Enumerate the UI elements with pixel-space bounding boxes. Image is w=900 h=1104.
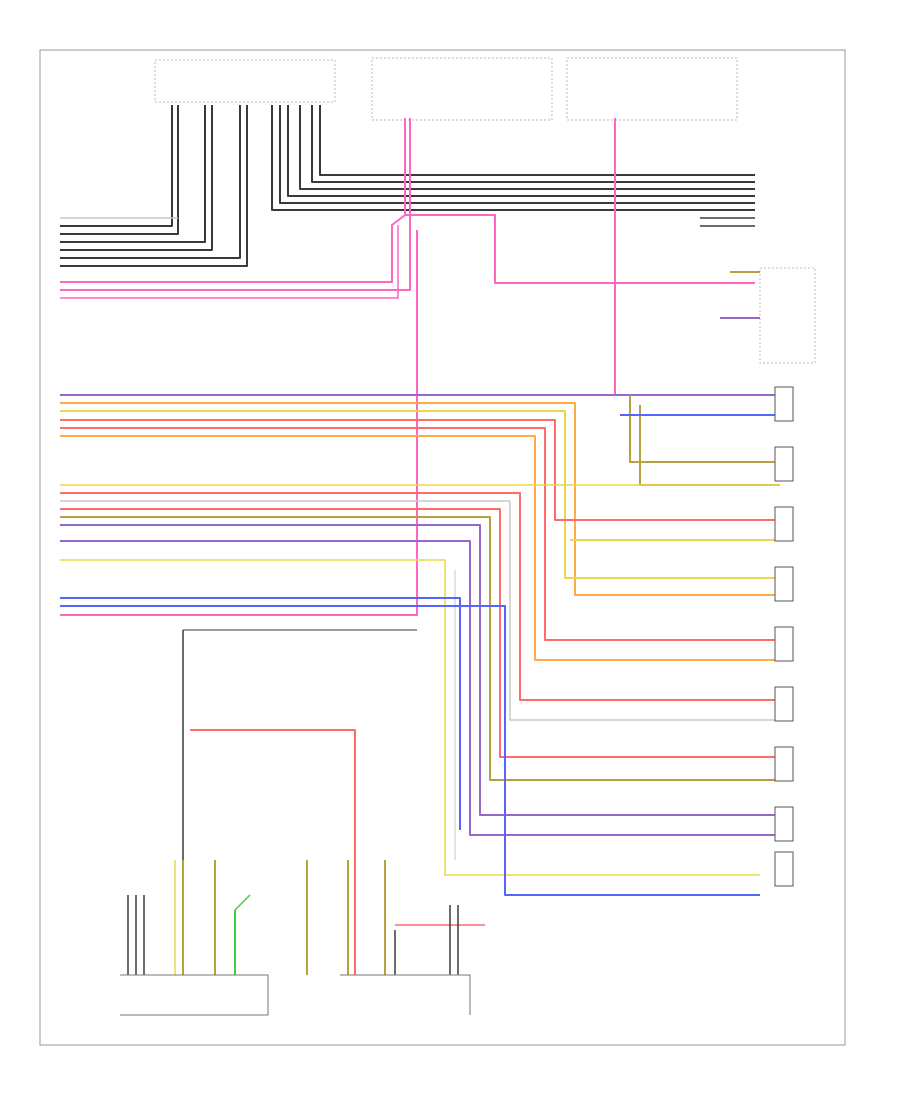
speaker-3 xyxy=(774,506,794,542)
wire-olive-spk2 xyxy=(629,395,780,463)
wire-pink-3 xyxy=(60,225,399,299)
speaker-9-body xyxy=(774,851,794,887)
wire-black-right-5 xyxy=(311,105,755,183)
radio-receiver xyxy=(120,974,269,1016)
wire-bundle2-olive xyxy=(60,516,780,781)
speaker-9 xyxy=(774,851,794,887)
speaker-1 xyxy=(774,386,794,422)
page-frame xyxy=(39,49,846,1046)
wire-bundle1-orange xyxy=(60,402,780,596)
wire-bundle3-blue xyxy=(60,597,461,830)
wire-black-left-5 xyxy=(60,105,241,259)
wire-yellow-long xyxy=(60,559,760,876)
speaker-4 xyxy=(774,566,794,602)
wire-bundle2-violet xyxy=(60,524,780,816)
speaker-6-body xyxy=(774,686,794,722)
wire-black-left-1 xyxy=(60,105,173,227)
speaker-7-body xyxy=(774,746,794,782)
wire-bundle2-red-2 xyxy=(60,508,780,758)
speaker-8-body xyxy=(774,806,794,842)
wire-bundle2-violet-2 xyxy=(60,540,780,836)
wire-bundle1-red-1 xyxy=(60,419,780,521)
wire-black-right-4 xyxy=(299,105,755,190)
wire-pink-2 xyxy=(60,118,411,291)
fuse-block-top-mid xyxy=(371,57,553,121)
wire-pink-6 xyxy=(60,230,418,616)
wire-black-right-6 xyxy=(319,105,755,176)
wire-black-left-3 xyxy=(60,105,206,243)
wire-bundle2-gray xyxy=(60,500,780,721)
wire-black-left-4 xyxy=(60,105,213,251)
wire-layer xyxy=(60,105,780,975)
wire-olive-spk2b xyxy=(639,405,780,486)
speaker-2-body xyxy=(774,446,794,482)
wire-pink-4 xyxy=(405,214,755,284)
wire-black-left-6 xyxy=(60,105,248,267)
speaker-2 xyxy=(774,446,794,482)
speaker-1-body xyxy=(774,386,794,422)
wire-pink-1 xyxy=(60,118,406,283)
wire-bundle1-red-2 xyxy=(60,427,780,641)
right-connector xyxy=(759,267,816,364)
wire-bundle1-yellow xyxy=(60,410,780,579)
speaker-7 xyxy=(774,746,794,782)
fuse-block-top-right xyxy=(566,57,738,121)
wire-black-right-1 xyxy=(271,105,755,211)
speaker-5 xyxy=(774,626,794,662)
speaker-column xyxy=(774,386,794,887)
speaker-5-body xyxy=(774,626,794,662)
wire-black-left-2 xyxy=(60,105,179,235)
wire-black-right-3 xyxy=(287,105,755,197)
wire-green-radio-2 xyxy=(234,894,251,911)
speaker-3-body xyxy=(774,506,794,542)
wire-black-right-2 xyxy=(279,105,755,204)
speaker-6 xyxy=(774,686,794,722)
speaker-8 xyxy=(774,806,794,842)
wire-red-radio xyxy=(190,729,356,975)
antenna-amp xyxy=(340,974,471,1015)
wire-bundle1-orange-2 xyxy=(60,435,780,661)
wire-bundle2-red xyxy=(60,492,780,701)
wire-bundle3-blue-2 xyxy=(60,605,760,896)
fuse-block-top-left xyxy=(154,59,336,103)
speaker-4-body xyxy=(774,566,794,602)
